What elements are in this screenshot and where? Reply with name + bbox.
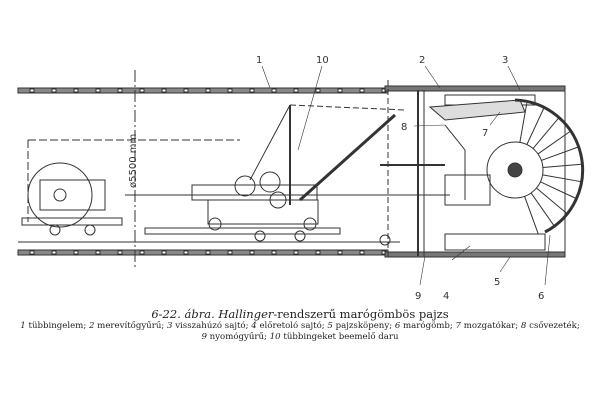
legend-item: 10 tübbingeket beemelő daru (270, 332, 399, 342)
lining-rib (359, 250, 365, 255)
cutter-spoke (526, 108, 545, 145)
cutter-sphere (486, 98, 585, 235)
legend-text: pajzsköpeny; (335, 321, 393, 331)
cable-drum (21, 139, 450, 236)
lining-rib (73, 250, 79, 255)
figure-name: Hallinger (218, 307, 274, 321)
legend-number: 4 (251, 321, 257, 331)
callout-1: 1 (256, 55, 262, 66)
legend-text: előretoló sajtó; (259, 321, 325, 331)
legend-item: 5 pajzsköpeny; (327, 321, 392, 331)
lining-rib (117, 88, 123, 93)
tunnel-lining (17, 87, 389, 256)
cutter-spoke (537, 130, 571, 155)
lining-rib (205, 88, 211, 93)
callout-7: 7 (482, 128, 488, 139)
lining-rib (95, 250, 101, 255)
lining-rib (227, 88, 233, 93)
legend-number: 8 (520, 321, 527, 331)
lining-rib (139, 88, 145, 93)
lining-rib (315, 88, 321, 93)
lining-rib (117, 250, 123, 255)
cutter-spoke (532, 117, 560, 149)
lining-rib (73, 88, 79, 93)
lining-rib (139, 250, 145, 255)
legend-number: 6 (394, 321, 401, 331)
legend-item: 4 előretoló sajtó; (251, 321, 324, 331)
lining-rib (293, 88, 299, 93)
diameter-label: ø5500 mm (128, 134, 139, 188)
cutter-spoke (519, 102, 528, 143)
callouts: 1 2 3 4 5 6 7 8 9 10 (256, 55, 551, 300)
legend-item: 9 nyomógyűrű; (201, 332, 267, 342)
legend-text: tübbingelem; (28, 321, 87, 331)
lining-rib (183, 250, 189, 255)
shield-technical-drawing: ø5500 mm 1 2 3 4 5 6 7 8 9 10 (17, 55, 585, 300)
legend-number: 9 (201, 332, 207, 342)
callout-2: 2 (419, 55, 425, 66)
lining-rib (271, 88, 277, 93)
lining-rib (205, 250, 211, 255)
lining-rib (249, 88, 255, 93)
legend-number: 10 (269, 332, 281, 342)
legend-number: 5 (327, 321, 333, 331)
legend-number: 1 (20, 321, 26, 331)
lining-rib (337, 250, 343, 255)
legend-item: 7 mozgatókar; (456, 321, 519, 331)
lining-rib (51, 250, 57, 255)
figure-caption: 6-22. ábra. Hallinger-rendszerű marógömb… (0, 307, 600, 321)
lining-rib (95, 88, 101, 93)
cutter-spoke (541, 146, 580, 161)
cutter-spoke (542, 163, 583, 169)
legend-text: csővezeték; (529, 321, 580, 331)
figure-title: -rendszerű marógömbös pajzs (273, 307, 449, 321)
cutter-spoke (536, 187, 568, 215)
lining-rib (51, 88, 57, 93)
lining-rib (315, 250, 321, 255)
legend-item: 6 marógömb; (395, 321, 453, 331)
lining-rib (227, 250, 233, 255)
callout-4: 4 (443, 291, 449, 300)
legend-text: visszahúzó sajtó; (175, 321, 249, 331)
lining-rib (183, 88, 189, 93)
lining-rib (161, 250, 167, 255)
legend-text: merevítőgyűrű; (97, 321, 165, 331)
lining-rib (337, 88, 343, 93)
figure-legend: 1 tübbingelem; 2 merevítőgyűrű; 3 vissza… (4, 321, 596, 343)
lining-rib (271, 250, 277, 255)
callout-8: 8 (401, 122, 407, 133)
lining-rib (359, 88, 365, 93)
legend-number: 7 (455, 321, 462, 331)
lining-rib (249, 250, 255, 255)
callout-6: 6 (538, 291, 544, 300)
figure-number: 6-22. ábra. (151, 307, 215, 321)
lining-rib (161, 88, 167, 93)
callout-3: 3 (502, 55, 508, 66)
cutter-spoke (542, 174, 583, 183)
legend-item: 2 merevítőgyűrű; (89, 321, 164, 331)
legend-text: tübbingeket beemelő daru (283, 332, 399, 342)
legend-text: mozgatókar; (463, 321, 519, 331)
cutter-spoke (540, 181, 577, 200)
lining-rib (29, 88, 35, 93)
legend-item: 1 tübbingelem; (20, 321, 86, 331)
callout-10: 10 (316, 55, 329, 66)
cutter-spoke (524, 196, 539, 235)
segment-erector-crane (18, 104, 406, 246)
legend-number: 2 (88, 321, 95, 331)
shield-body (380, 85, 566, 258)
cutter-spoke (530, 192, 555, 226)
lining-rib (29, 250, 35, 255)
legend-text: marógömb; (403, 321, 453, 331)
legend-number: 3 (167, 321, 173, 331)
callout-5: 5 (494, 277, 500, 288)
legend-item: 3 visszahúzó sajtó; (167, 321, 249, 331)
lining-rib (293, 250, 299, 255)
legend-text: nyomógyűrű; (209, 332, 267, 342)
legend-item: 8 csővezeték; (521, 321, 580, 331)
callout-9: 9 (415, 291, 421, 300)
